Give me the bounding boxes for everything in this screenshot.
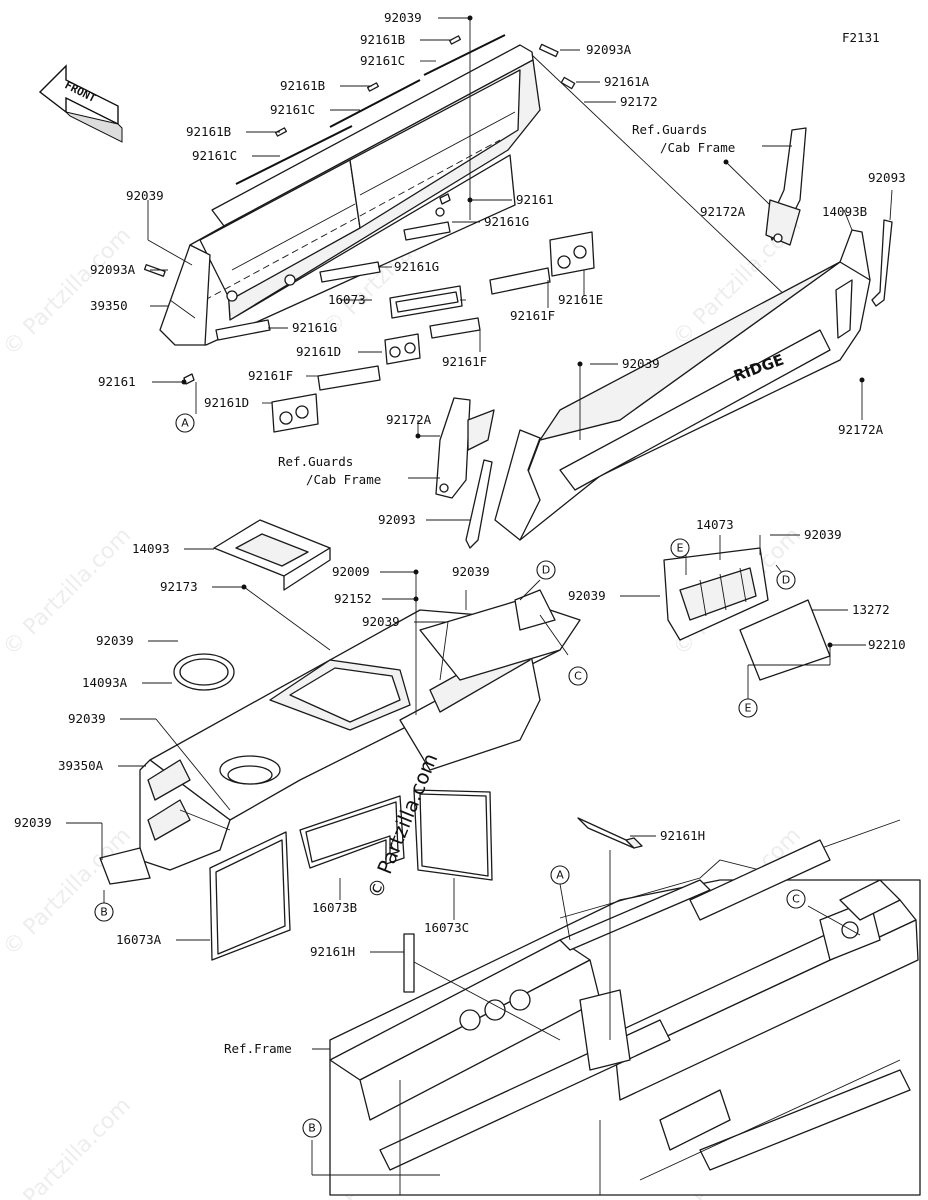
part-label: 92009 [332, 564, 370, 579]
rubber-blocks [403, 817, 643, 993]
part-label: 92161C [192, 148, 237, 163]
part-label: 13272 [852, 602, 890, 617]
part-label: 92093A [586, 42, 632, 57]
part-label: 92039 [622, 356, 660, 371]
part-number-labels: 92039 92161B 92161C 92093A 92161A 92172 … [14, 10, 906, 1056]
part-label: 92161 [98, 374, 136, 389]
ref-guards-text: Ref.Guards [278, 454, 353, 469]
part-label: 14073 [696, 517, 734, 532]
decal-strips [143, 34, 576, 277]
part-label: 92161H [660, 828, 705, 843]
callout-c-mid: C [568, 666, 588, 686]
callout-e-bottom: E [738, 698, 758, 718]
part-label: 92161H [310, 944, 355, 959]
svg-text:D: D [542, 564, 550, 577]
part-label: 92173 [160, 579, 198, 594]
callout-e-top: E [670, 538, 690, 558]
part-label: 92161A [604, 74, 650, 89]
part-label: 16073C [424, 920, 469, 935]
watermark-text: © Partzilla.com [0, 1093, 136, 1200]
part-label: 92172A [386, 412, 432, 427]
cab-frame-bracket-left [435, 397, 495, 549]
part-label: 92039 [568, 588, 606, 603]
ref-guards-text: /Cab Frame [306, 472, 381, 487]
part-label: 16073B [312, 900, 357, 915]
callout-d-mid: D [536, 560, 556, 580]
right-side-panel: RIDGE [494, 229, 871, 541]
svg-text:C: C [574, 670, 582, 683]
svg-text:A: A [556, 869, 564, 882]
ref-guards-text: /Cab Frame [660, 140, 735, 155]
part-label: 92093 [378, 512, 416, 527]
part-label: 92039 [804, 527, 842, 542]
side-box-parts [663, 547, 831, 681]
part-label: 92093 [868, 170, 906, 185]
part-label: 16073 [328, 292, 366, 307]
callout-b-bottom: B [302, 1118, 322, 1138]
part-label: 16073A [116, 932, 162, 947]
svg-text:E: E [677, 542, 684, 555]
callout-c-bottom: C [786, 889, 806, 909]
part-label: 92161B [186, 124, 231, 139]
part-label: 39350 [90, 298, 128, 313]
svg-text:E: E [745, 702, 752, 715]
part-label: 14093 [132, 541, 170, 556]
connector-dots [181, 15, 865, 648]
part-label: 92161F [248, 368, 293, 383]
part-label: 92161B [360, 32, 405, 47]
cab-frame-bracket-right [765, 127, 893, 307]
svg-text:D: D [782, 574, 790, 587]
part-label: 92161C [360, 53, 405, 68]
ref-guards-text: Ref.Guards [632, 122, 707, 137]
part-label: 92093A [90, 262, 136, 277]
part-label: 92161G [394, 259, 439, 274]
front-bed-panel [159, 44, 541, 346]
part-label: 92039 [126, 188, 164, 203]
part-label: 39350A [58, 758, 104, 773]
svg-text:B: B [100, 906, 108, 919]
part-label: 92161D [296, 344, 341, 359]
part-label: 92161G [484, 214, 529, 229]
part-label: 92172A [700, 204, 746, 219]
part-label: 92161B [280, 78, 325, 93]
bed-floor-assembly [99, 519, 581, 885]
part-label: 92161G [292, 320, 337, 335]
part-label: 92039 [68, 711, 106, 726]
part-label: 92161E [558, 292, 603, 307]
part-label: 92039 [384, 10, 422, 25]
floor-mats [209, 789, 493, 961]
svg-text:B: B [308, 1122, 316, 1135]
callout-a-bottom: A [550, 865, 570, 885]
watermark-text: © Partzilla.com [0, 223, 136, 361]
part-label: 92161F [442, 354, 487, 369]
part-label: 92172A [838, 422, 884, 437]
part-label: 92039 [96, 633, 134, 648]
part-label: 92039 [362, 614, 400, 629]
part-label: 92161F [510, 308, 555, 323]
part-label: 92039 [14, 815, 52, 830]
part-label: 92161D [204, 395, 249, 410]
vehicle-frame [329, 819, 921, 1196]
part-label: 14093B [822, 204, 867, 219]
part-label: 92172 [620, 94, 658, 109]
front-arrow-icon: FRONT [38, 64, 123, 143]
callout-d-right: D [776, 570, 796, 590]
callout-b-mid: B [94, 902, 114, 922]
leader-lines [66, 17, 893, 1176]
svg-text:A: A [181, 417, 189, 430]
callout-markers: A D C E D E B A C B [94, 413, 806, 1138]
part-label: 92152 [334, 591, 372, 606]
part-label: 92039 [452, 564, 490, 579]
part-label: 14093A [82, 675, 128, 690]
svg-text:C: C [792, 893, 800, 906]
decal-set [183, 193, 595, 433]
part-label: 92210 [868, 637, 906, 652]
part-label: 92161C [270, 102, 315, 117]
callout-a-top: A [175, 413, 195, 433]
part-label: 92161 [516, 192, 554, 207]
figure-code: F2131 [842, 30, 880, 45]
ref-frame-text: Ref.Frame [224, 1041, 292, 1056]
